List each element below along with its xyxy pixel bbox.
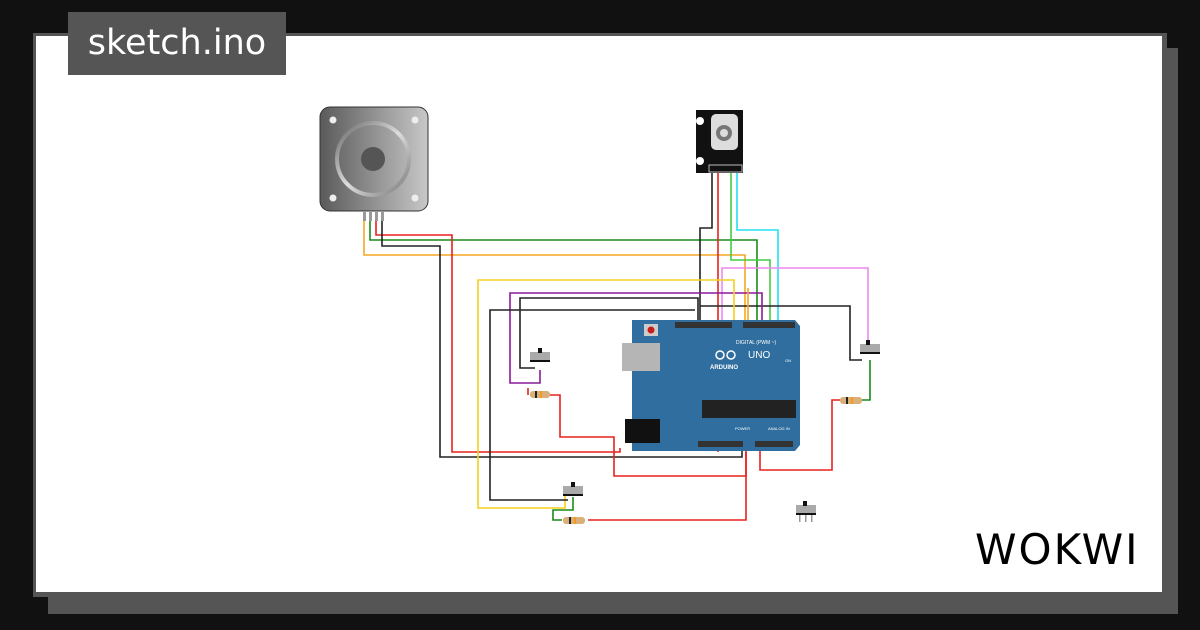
mount-hole bbox=[329, 194, 337, 202]
arduino-uno[interactable]: DIGITAL (PWM ~) UNO ARDUINO POWER ANALOG… bbox=[622, 320, 800, 451]
resistor-2[interactable] bbox=[563, 517, 585, 524]
wires bbox=[363, 172, 871, 521]
power-jack bbox=[625, 419, 660, 443]
slide-switch-1[interactable] bbox=[530, 348, 550, 362]
wire-black bbox=[381, 212, 743, 458]
resistor-1[interactable] bbox=[530, 391, 550, 398]
wire-red-r3 bbox=[759, 399, 840, 471]
slide-switch-3[interactable] bbox=[563, 482, 583, 496]
logo-text: ARDUINO bbox=[710, 365, 738, 371]
wire-green bbox=[369, 212, 758, 325]
wire-enc-cyan bbox=[736, 172, 779, 325]
header-top-left bbox=[675, 322, 732, 328]
wire-enc-green bbox=[730, 172, 771, 325]
wire-green-r3 bbox=[862, 360, 871, 401]
header-top-right bbox=[743, 322, 795, 328]
resistor-3[interactable] bbox=[840, 397, 862, 404]
wire-black-left bbox=[519, 297, 699, 369]
wire-green-r2 bbox=[552, 497, 574, 521]
mount-hole bbox=[411, 116, 419, 124]
header-analog bbox=[755, 441, 793, 447]
wire-pink bbox=[721, 267, 869, 345]
diagram-canvas-frame bbox=[33, 33, 1167, 597]
wire-purple bbox=[509, 292, 763, 384]
stepper-motor-icon bbox=[361, 147, 385, 171]
wire-black-right bbox=[700, 305, 862, 361]
stepper-motor[interactable] bbox=[319, 106, 429, 221]
wire-enc-black bbox=[699, 172, 713, 325]
mount-hole bbox=[411, 194, 419, 202]
diagram-canvas[interactable] bbox=[36, 36, 1162, 592]
digital-label: DIGITAL (PWM ~) bbox=[736, 340, 776, 346]
wire-black-b bbox=[489, 309, 695, 501]
usb-port bbox=[622, 343, 660, 371]
wire-red bbox=[375, 212, 621, 453]
rotary-encoder[interactable] bbox=[696, 110, 743, 173]
header-power bbox=[698, 441, 743, 447]
power-label: POWER bbox=[735, 426, 750, 431]
wokwi-logo: WOKWI bbox=[975, 525, 1140, 574]
mount-hole bbox=[329, 116, 337, 124]
slide-switch-4[interactable] bbox=[796, 501, 816, 522]
model-label: UNO bbox=[748, 350, 770, 361]
wire-yellow-a bbox=[477, 279, 735, 509]
sketch-file-name: sketch.ino bbox=[68, 12, 286, 75]
wire-orange bbox=[363, 212, 746, 325]
on-label: ON bbox=[785, 358, 791, 363]
slide-switch-2[interactable] bbox=[860, 340, 880, 354]
analog-label: ANALOG IN bbox=[768, 426, 790, 431]
atmega-chip bbox=[702, 400, 796, 418]
wire-red-r2 bbox=[588, 452, 747, 521]
